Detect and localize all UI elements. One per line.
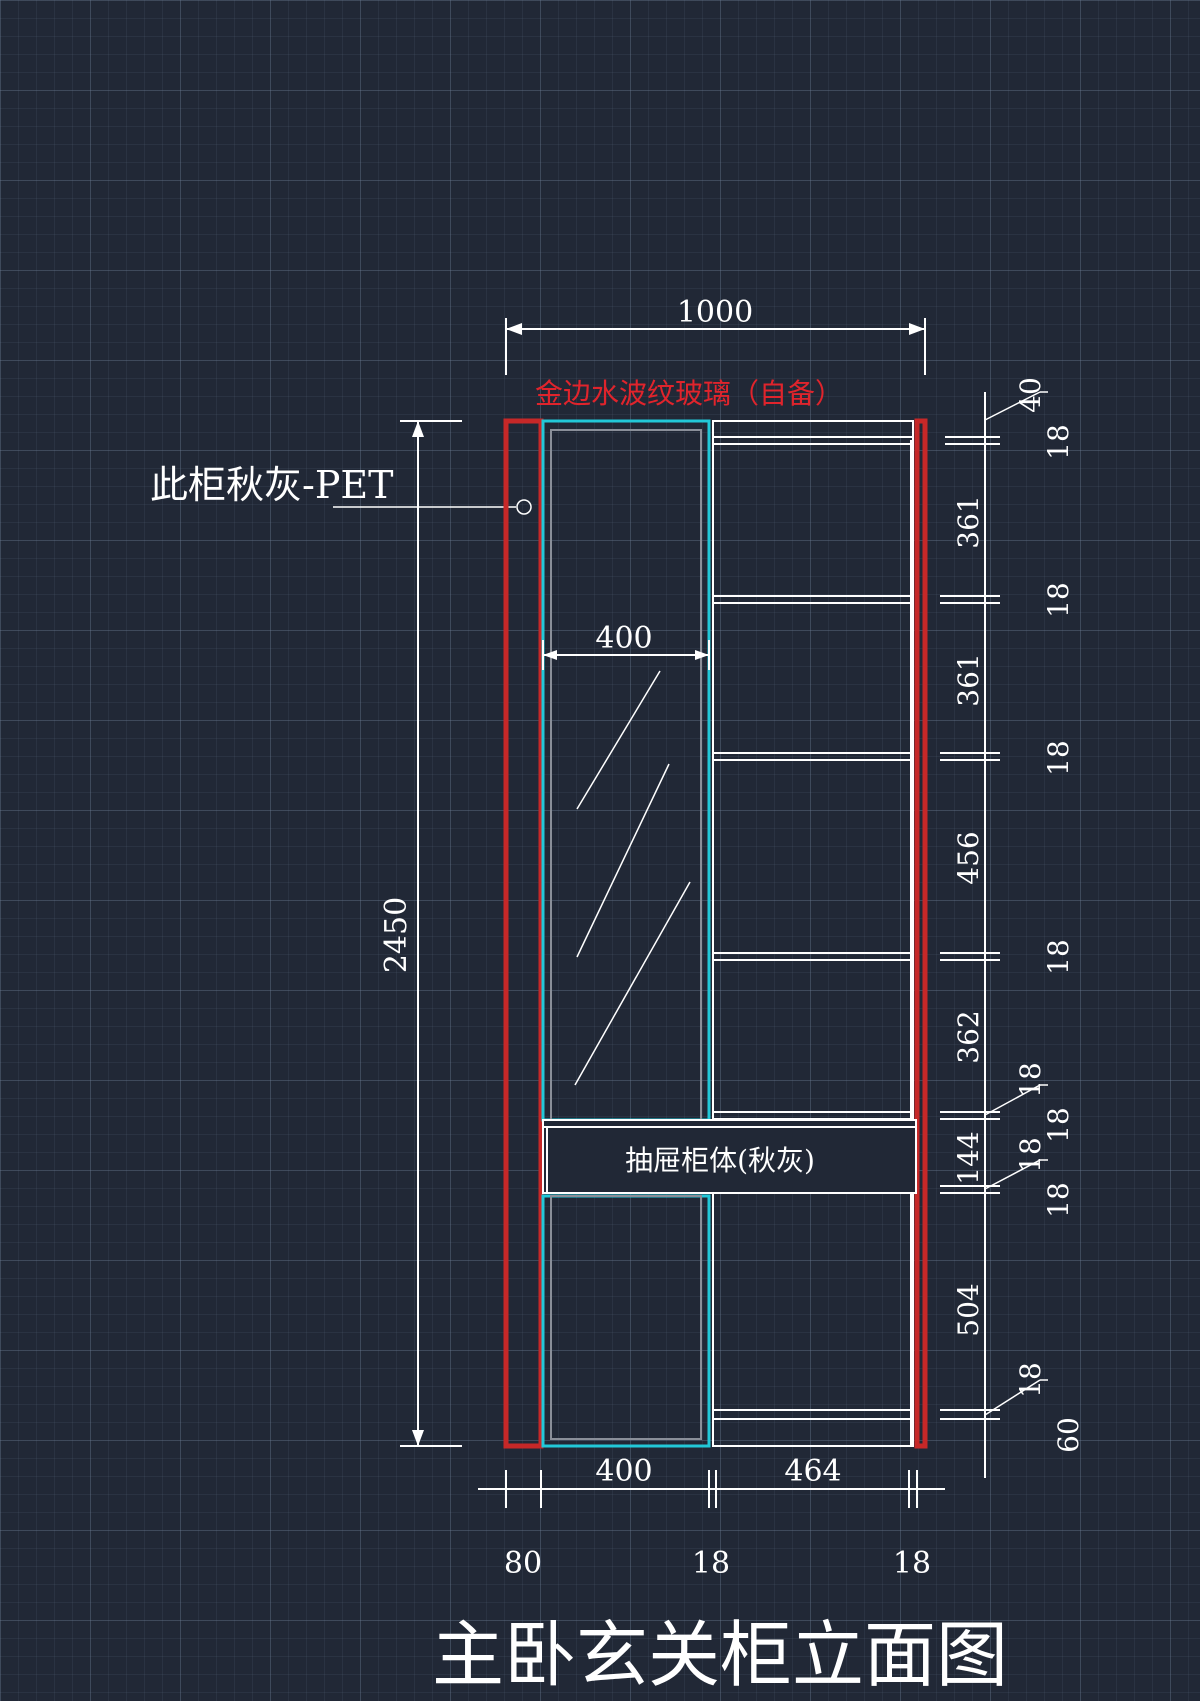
open-shelf-frame bbox=[712, 420, 914, 1447]
shelves bbox=[713, 436, 913, 1420]
drawing-title: 主卧玄关柜立面图 bbox=[432, 1613, 1008, 1697]
right-dimensions: 40 18 361 18 361 18 456 18 362 18 18 144… bbox=[940, 377, 1085, 1478]
glass-hatch-3 bbox=[574, 881, 691, 1086]
cabinet: 抽屉柜体(秋灰) bbox=[503, 418, 928, 1449]
right-r6b: 18 bbox=[1042, 1182, 1075, 1218]
right-h1: 361 bbox=[952, 495, 985, 548]
glass-hatch-1 bbox=[576, 670, 661, 810]
right-top-40: 40 bbox=[1014, 377, 1047, 413]
bottom-sep-a-value: 18 bbox=[692, 1546, 730, 1581]
right-r1: 18 bbox=[1042, 424, 1075, 460]
glass-door-lower-inner bbox=[550, 1195, 702, 1440]
right-r3: 18 bbox=[1042, 740, 1075, 776]
total-height-value: 2450 bbox=[379, 897, 414, 973]
right-h5: 144 bbox=[952, 1131, 985, 1184]
right-h6: 504 bbox=[952, 1283, 985, 1336]
top-width-value: 1000 bbox=[677, 295, 753, 330]
bottom-shelf-value: 464 bbox=[784, 1454, 841, 1489]
right-r7: 18 bbox=[1014, 1362, 1047, 1398]
drawer-label: 抽屉柜体(秋灰) bbox=[625, 1144, 815, 1177]
glass-door-lower bbox=[541, 1194, 711, 1448]
glass-door-upper bbox=[541, 419, 711, 1122]
glass-door-upper-inner bbox=[550, 429, 702, 1121]
glass-label: 金边水波纹玻璃（自备） bbox=[535, 377, 843, 410]
drawer-box bbox=[542, 1119, 917, 1194]
material-label: 此柜秋灰-PET bbox=[150, 463, 394, 507]
glass-width-dimension: 400 bbox=[542, 621, 710, 670]
bottom-sep-b-value: 18 bbox=[893, 1546, 931, 1581]
right-r4: 18 bbox=[1042, 939, 1075, 975]
leader-dot bbox=[516, 499, 532, 515]
right-r5a: 18 bbox=[1014, 1062, 1047, 1098]
top-dimension: 1000 bbox=[505, 295, 926, 375]
right-h4: 362 bbox=[952, 1010, 985, 1063]
bottom-left-panel-value: 80 bbox=[504, 1546, 542, 1581]
right-h2: 361 bbox=[952, 653, 985, 706]
left-red-panel bbox=[503, 418, 544, 1449]
glass-hatch-2 bbox=[576, 763, 670, 958]
height-dimension: 2450 bbox=[379, 420, 462, 1447]
right-r2: 18 bbox=[1042, 582, 1075, 618]
right-bottom-60: 60 bbox=[1052, 1417, 1085, 1453]
bottom-dimensions: 400 464 80 18 18 bbox=[478, 1454, 945, 1581]
right-h3: 456 bbox=[952, 831, 985, 884]
right-r5b: 18 bbox=[1042, 1107, 1075, 1143]
right-r6a: 18 bbox=[1014, 1137, 1047, 1173]
right-red-edge bbox=[914, 418, 928, 1449]
bottom-glass-value: 400 bbox=[595, 1454, 652, 1489]
glass-width-value: 400 bbox=[595, 621, 652, 656]
